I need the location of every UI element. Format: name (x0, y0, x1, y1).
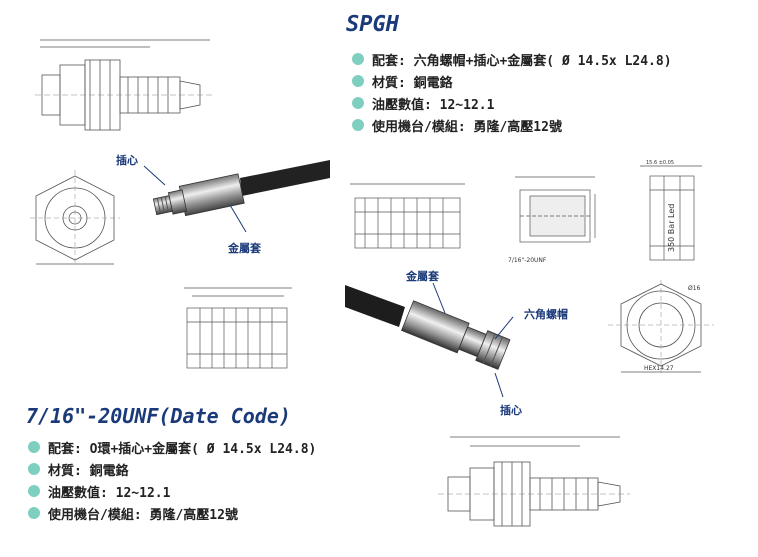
spec-item: 使用機台/模組: 勇隆/高壓12號 (352, 114, 672, 136)
top-section-title: SPGH (346, 12, 399, 37)
spec-item: 配套: O環+插心+金屬套( Ø 14.5x L24.8) (28, 436, 316, 458)
spec-text: 配套: O環+插心+金屬套( Ø 14.5x L24.8) (48, 441, 317, 457)
drawing-hex-nut-end-view: Ø16 HEX14.27 (608, 280, 714, 374)
top-spec-list: 配套: 六角螺帽+插心+金屬套( Ø 14.5x L24.8) 材質: 銅電鉻 … (352, 48, 672, 136)
callout-metal-sleeve-top: 金屬套 (228, 242, 261, 255)
drawing-bottom-right-profile (438, 436, 630, 527)
thread-spec-label: 7/16"-20UNF (508, 257, 547, 264)
bullet-dot-icon (28, 463, 40, 475)
spec-text: 材質: 銅電鉻 (48, 463, 129, 479)
bullet-dot-icon (28, 507, 40, 519)
bullet-dot-icon (28, 441, 40, 453)
spec-text: 材質: 銅電鉻 (372, 75, 453, 91)
callout-insert-core-bottom: 插心 (500, 404, 522, 417)
spec-item: 使用機台/模組: 勇隆/高壓12號 (28, 502, 316, 524)
spec-item: 材質: 銅電鉻 (28, 458, 316, 480)
spec-text: 油壓數值: 12~12.1 (48, 485, 171, 501)
product-photo-fitting-top (143, 160, 330, 233)
bullet-dot-icon (352, 97, 364, 109)
callout-metal-sleeve-mid: 金屬套 (406, 270, 439, 283)
spec-text: 使用機台/模組: 勇隆/高壓12號 (48, 507, 238, 523)
bullet-dot-icon (352, 53, 364, 65)
drawing-top-left-profile (35, 39, 215, 131)
spec-item: 材質: 銅電鉻 (352, 70, 672, 92)
callout-hex-nut: 六角螺帽 (524, 308, 568, 321)
drawing-hex-nut-side: 350 Bar Led 15.6 ±0.05 (640, 160, 702, 261)
bar-marking-label: 350 Bar Led (667, 204, 676, 252)
bullet-dot-icon (28, 485, 40, 497)
drawing-sleeve-section-mid (350, 183, 465, 249)
drawing-hex-end-view (30, 170, 120, 266)
product-photo-hex-nut (345, 282, 514, 398)
spec-item: 配套: 六角螺帽+插心+金屬套( Ø 14.5x L24.8) (352, 48, 672, 70)
dim-label: 15.6 ±0.05 (646, 160, 674, 166)
bullet-dot-icon (352, 119, 364, 131)
drawing-insert-core: 7/16"-20UNF (508, 176, 596, 264)
spec-item: 油壓數值: 12~12.1 (28, 480, 316, 502)
hex-size-label: HEX14.27 (644, 365, 674, 372)
drawing-sleeve-section-left (184, 287, 292, 369)
spec-text: 配套: 六角螺帽+插心+金屬套( Ø 14.5x L24.8) (372, 53, 672, 69)
spec-text: 使用機台/模組: 勇隆/高壓12號 (372, 119, 562, 135)
spec-item: 油壓數值: 12~12.1 (352, 92, 672, 114)
callout-insert-core-top: 插心 (116, 154, 138, 167)
bottom-spec-list: 配套: O環+插心+金屬套( Ø 14.5x L24.8) 材質: 銅電鉻 油壓… (28, 436, 316, 524)
spec-text: 油壓數值: 12~12.1 (372, 97, 495, 113)
bottom-section-title: 7/16"-20UNF(Date Code) (26, 404, 291, 428)
diameter-label: Ø16 (688, 285, 701, 292)
bullet-dot-icon (352, 75, 364, 87)
